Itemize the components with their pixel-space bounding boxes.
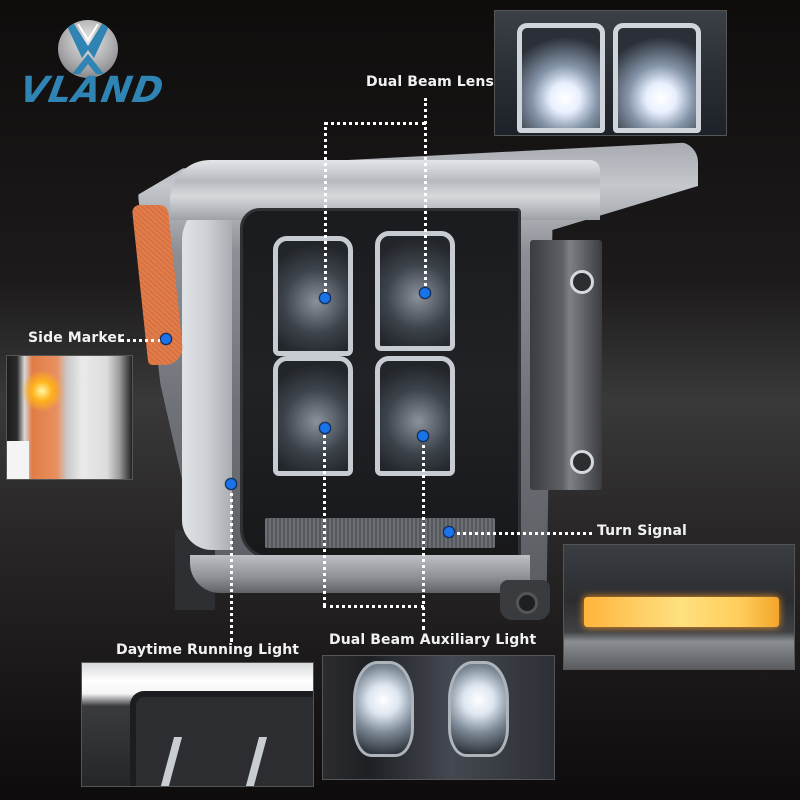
inset-side-marker [6, 355, 133, 480]
lens-pod-left [517, 23, 605, 133]
background-corner [7, 441, 29, 479]
mount-hole-icon [570, 450, 594, 474]
headlight-product-image [110, 140, 700, 620]
marker-dot-dual-beam-lens [419, 287, 431, 299]
aux-lens-right [448, 661, 509, 757]
connector-dual-beam-lens [324, 122, 327, 297]
inset-dual-beam-auxiliary-light [322, 655, 555, 780]
projector-lens-upper-right [375, 231, 455, 351]
turn-signal-lit-bar [584, 597, 779, 627]
inset-turn-signal [563, 544, 795, 670]
label-turn-signal: Turn Signal [597, 523, 687, 539]
label-daytime-running-light: Daytime Running Light [116, 642, 300, 658]
chrome-arm [242, 737, 268, 786]
aux-lens-left [353, 661, 414, 757]
amber-glow [22, 371, 62, 411]
brand-wordmark: VLAND [16, 70, 168, 111]
marker-dot-side-marker [160, 333, 172, 345]
connector-dual-beam-lens [424, 98, 427, 292]
daytime-running-light-strip [182, 200, 232, 550]
projector-lens-lower-right [375, 356, 455, 476]
label-dual-beam-lens: Dual Beam Lens [366, 74, 494, 90]
marker-dot-dual-beam-lens [319, 292, 331, 304]
inset-dual-beam-lens [494, 10, 727, 136]
lens-pod-right [613, 23, 701, 133]
projector-lens-lower-left [273, 356, 353, 476]
chrome-arm [157, 737, 183, 786]
label-dual-beam-auxiliary-light: Dual Beam Auxiliary Light [329, 632, 537, 648]
marker-dot-dual-beam-auxiliary [319, 422, 331, 434]
lower-lens-lip [190, 555, 530, 593]
projector-housing [240, 208, 521, 559]
brand-logo: VLAND [16, 18, 167, 113]
connector-dual-beam-auxiliary [323, 605, 424, 608]
marker-dot-turn-signal [443, 526, 455, 538]
rear-mount-bracket [530, 240, 602, 490]
connector-side-marker [120, 339, 162, 342]
connector-dual-beam-lens [324, 122, 426, 125]
connector-dual-beam-auxiliary [323, 430, 326, 606]
inset-daytime-running-light [81, 662, 314, 787]
marker-dot-dual-beam-auxiliary [417, 430, 429, 442]
marker-dot-daytime-running-light [225, 478, 237, 490]
drl-frame [130, 691, 313, 786]
label-side-marker: Side Marker [28, 330, 124, 346]
connector-dual-beam-auxiliary [422, 438, 425, 630]
vland-emblem-icon [58, 20, 118, 78]
mount-hole-icon [570, 270, 594, 294]
connector-daytime-running-light [230, 486, 233, 642]
connector-turn-signal [452, 532, 592, 535]
mounting-tab-corner [500, 580, 550, 620]
projector-lens-upper-left [273, 236, 353, 356]
